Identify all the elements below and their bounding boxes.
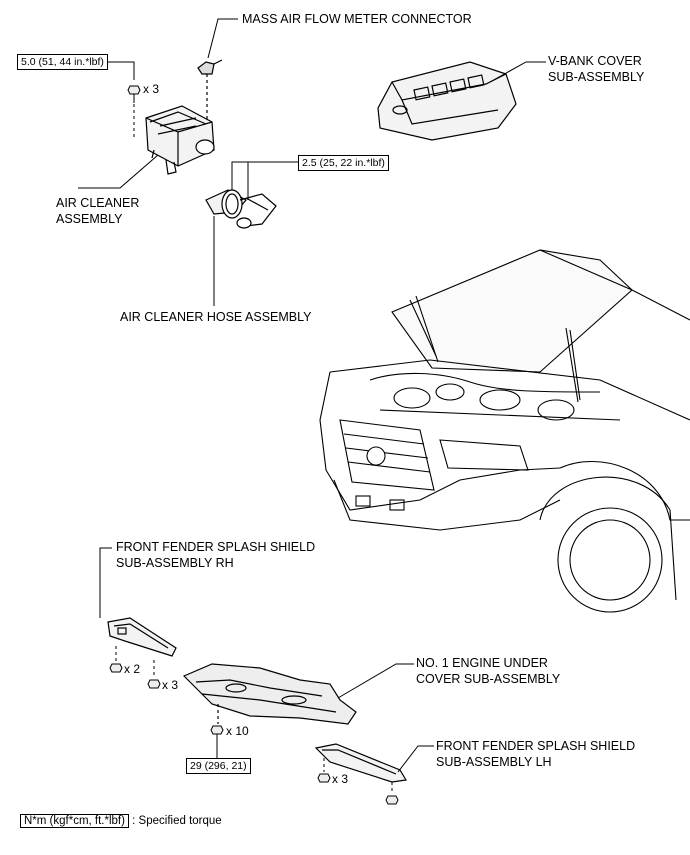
air-cleaner-torque-leader	[108, 61, 135, 80]
under-cover-torque-box: 29 (296, 21)	[186, 758, 251, 774]
air-cleaner-torque-box: 5.0 (51, 44 in.*lbf)	[17, 54, 108, 70]
air-cleaner-label-line2: ASSEMBLY	[56, 212, 123, 226]
lh-bolts	[317, 758, 399, 805]
rh-bolt-count-a: x 2	[124, 662, 141, 676]
fender-rh-leader	[99, 547, 112, 618]
fender-splash-shield-rh	[107, 617, 177, 657]
vbank-label-line1: V-BANK COVER	[548, 54, 642, 68]
air-cleaner-bolt	[127, 85, 141, 138]
maf-connector-leader	[207, 18, 238, 59]
legend-unit-box: N*m (kgf*cm, ft.*lbf)	[20, 814, 129, 828]
under-cover-label-line2: COVER SUB-ASSEMBLY	[416, 672, 561, 686]
under-cover-label-line1: NO. 1 ENGINE UNDER	[416, 656, 548, 670]
air-cleaner-assembly	[145, 105, 215, 175]
fender-rh-label-line2: SUB-ASSEMBLY RH	[116, 556, 234, 570]
vbank-leader	[489, 61, 546, 83]
rh-bolts	[109, 646, 161, 689]
rh-bolt-count-b: x 3	[162, 678, 179, 692]
fender-lh-leader	[397, 745, 434, 773]
air-cleaner-leader	[78, 154, 159, 189]
maf-connector-label: MASS AIR FLOW METER CONNECTOR	[242, 12, 472, 26]
hose-torque-leader	[231, 161, 298, 192]
fender-splash-shield-lh	[314, 743, 407, 783]
under-cover-bolt	[210, 725, 224, 758]
air-cleaner-label-line1: AIR CLEANER	[56, 196, 140, 210]
engine-under-cover	[182, 663, 357, 725]
maf-connector-part	[197, 59, 223, 145]
torque-legend: N*m (kgf*cm, ft.*lbf) : Specified torque	[20, 814, 222, 829]
air-cleaner-hose-assembly	[205, 189, 277, 229]
air-cleaner-bolt-count: x 3	[143, 82, 160, 96]
vbank-label-line2: SUB-ASSEMBLY	[548, 70, 645, 84]
vbank-cover	[377, 61, 517, 141]
vehicle-front	[319, 249, 690, 613]
fender-lh-label-line2: SUB-ASSEMBLY LH	[436, 755, 552, 769]
legend-text: : Specified torque	[132, 815, 222, 827]
under-cover-bolt-count: x 10	[226, 724, 249, 738]
hose-torque-box: 2.5 (25, 22 in.*lbf)	[298, 155, 389, 171]
hose-label: AIR CLEANER HOSE ASSEMBLY	[120, 310, 312, 324]
under-cover-leader	[337, 663, 414, 699]
fender-lh-label-line1: FRONT FENDER SPLASH SHIELD	[436, 739, 636, 753]
lh-bolt-count: x 3	[332, 772, 349, 786]
fender-rh-label-line1: FRONT FENDER SPLASH SHIELD	[116, 540, 316, 554]
